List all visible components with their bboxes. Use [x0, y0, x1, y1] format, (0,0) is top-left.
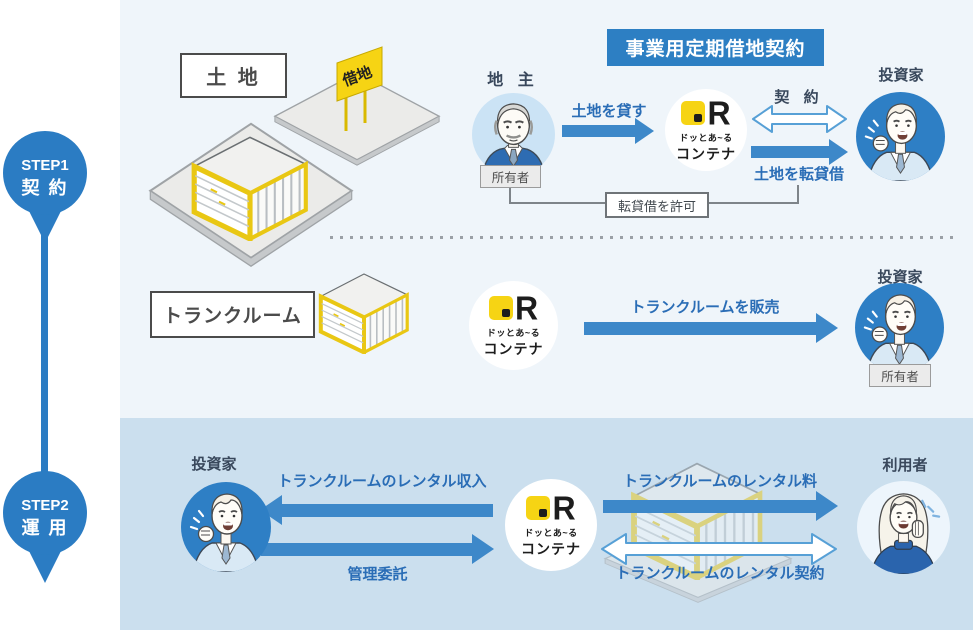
sell-arrow-label: トランクルームを販売: [630, 299, 780, 316]
dr-container-logo-bottom: R ドッとあ~る コンテナ: [505, 479, 597, 571]
landowner-tag: 所有者: [480, 165, 541, 188]
logo-line1: ドッとあ~る: [486, 328, 541, 338]
dotted-divider: [330, 236, 958, 239]
sublease-arrow-label: 土地を転貸借: [753, 166, 844, 183]
dr-container-logo-mid: R ドッとあ~る コンテナ: [469, 281, 558, 370]
landowner-avatar: [472, 93, 555, 176]
trunkroom-illustration: [318, 272, 410, 354]
logo-line1: ドッとあ~る: [524, 527, 578, 538]
lend-arrow-label: 土地を貸す: [571, 103, 647, 120]
investor-bottom-avatar: [181, 482, 271, 572]
land-labelbox: 土 地: [180, 53, 287, 98]
step1-number: STEP1: [21, 157, 69, 174]
step-rail-line: [41, 170, 48, 520]
logo-r-glyph: R: [514, 289, 539, 327]
dr-container-logo: R ドッとあ~る コンテナ: [665, 89, 747, 171]
logo-yellow-square: [681, 100, 706, 125]
rental-fee-label: トランクルームのレンタル料: [622, 473, 818, 490]
logo-r-glyph: R: [552, 488, 576, 527]
rental-income-label: トランクルームのレンタル収入: [277, 473, 487, 490]
land-illustration: 借地: [149, 46, 440, 268]
contract-double-arrow: [752, 105, 847, 133]
logo-line2: コンテナ: [676, 145, 736, 162]
logo-r-glyph: R: [707, 93, 731, 132]
step1-label: 契 約: [20, 177, 68, 198]
contract-arrow-label: 契 約: [774, 89, 824, 106]
investor-mid-avatar: [855, 283, 944, 372]
step1-badge: STEP1 契 約: [3, 131, 87, 243]
logo-yellow-square: [526, 495, 551, 520]
rental-contract-label: トランクルームのレンタル契約: [615, 565, 825, 582]
rental-fee-arrow: [603, 491, 838, 521]
rental-contract-double-arrow: [601, 533, 837, 565]
management-arrow: [261, 534, 494, 564]
permit-notebox: 転貸借を許可: [605, 192, 709, 218]
step2-number: STEP2: [21, 497, 69, 514]
logo-line1: ドッとあ~る: [679, 132, 733, 143]
logo-line2: コンテナ: [483, 341, 544, 357]
investor-top-avatar: [856, 92, 945, 181]
rental-income-arrow: [260, 495, 493, 525]
investor-mid-label: 投資家: [877, 269, 923, 286]
leased-land-sign: [336, 46, 383, 102]
sell-arrow: [584, 313, 838, 343]
lend-arrow: [562, 118, 654, 144]
permit-connector-right: [797, 185, 799, 204]
sublease-arrow: [751, 139, 848, 165]
section-title: 事業用定期借地契約: [607, 29, 824, 66]
user-avatar: [857, 481, 950, 574]
logo-line2: コンテナ: [521, 540, 581, 557]
logo-yellow-square: [488, 296, 513, 320]
step2-label: 運 用: [21, 518, 68, 538]
investor-mid-tag: 所有者: [869, 364, 931, 387]
user-label: 利用者: [882, 457, 928, 474]
trunkroom-labelbox: トランクルーム: [150, 291, 315, 338]
landowner-label: 地 主: [487, 72, 539, 89]
management-label: 管理委託: [347, 566, 408, 583]
step2-badge: STEP2 運 用: [3, 471, 87, 583]
investor-bottom-label: 投資家: [191, 456, 237, 473]
permit-connector-left: [509, 186, 511, 204]
investor-top-label: 投資家: [878, 67, 924, 84]
